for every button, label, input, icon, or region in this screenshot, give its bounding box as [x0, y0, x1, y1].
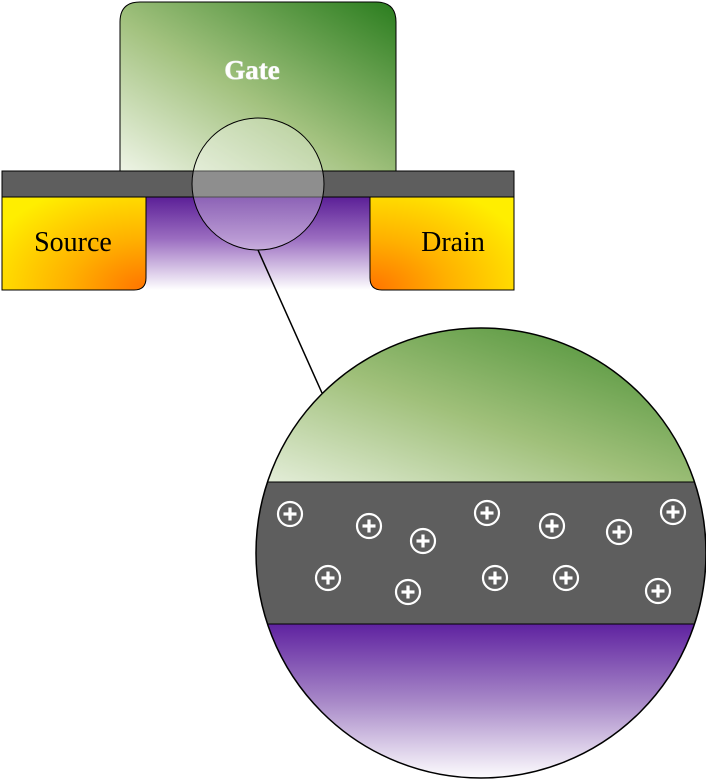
gate-electrode — [119, 1, 397, 172]
inset-gate-layer — [256, 328, 706, 484]
positive-charge-icon — [659, 498, 687, 526]
positive-charge-icon — [538, 512, 566, 540]
inset-border — [255, 327, 706, 779]
zoom-connector-line — [257, 249, 323, 394]
gate-oxide — [1, 170, 515, 198]
zoom-inset — [255, 327, 706, 779]
positive-charge-icon — [481, 564, 509, 592]
positive-charge-icon — [276, 500, 304, 528]
device-cross-section: Gate Source Drain — [1, 1, 515, 291]
positive-charge-icon — [394, 578, 422, 606]
channel-region — [146, 196, 370, 290]
positive-charge-icon — [473, 499, 501, 527]
drain-label: Drain — [421, 227, 485, 258]
positive-charge-icon — [314, 564, 342, 592]
drain-region — [369, 195, 515, 291]
positive-charge-icon — [605, 518, 633, 546]
magnifier-lens — [191, 117, 325, 251]
positive-charge-icon — [644, 577, 672, 605]
positive-charge-icon — [552, 564, 580, 592]
positive-charge-icon — [355, 512, 383, 540]
positive-charges — [276, 498, 687, 606]
source-region — [1, 195, 147, 291]
positive-charge-icon — [409, 527, 437, 555]
inset-channel-layer — [256, 624, 706, 778]
inset-oxide-layer — [256, 481, 706, 625]
source-label: Source — [34, 227, 112, 258]
gate-label: Gate — [224, 55, 279, 85]
